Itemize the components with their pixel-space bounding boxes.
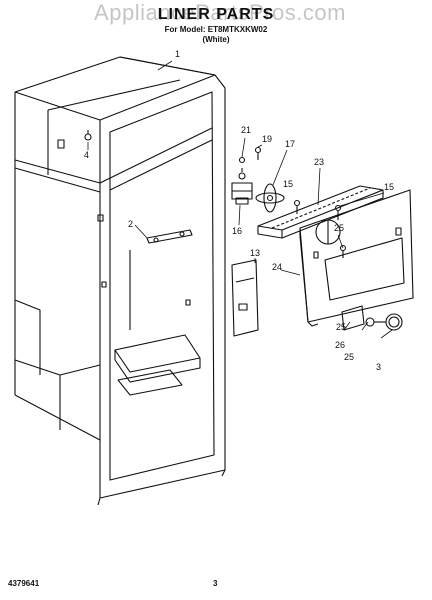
leader-lines <box>87 60 393 339</box>
control-housing <box>231 259 259 337</box>
evaporator-fan-motor <box>231 168 253 205</box>
evaporator-cover <box>299 189 414 327</box>
callout-25b: 25 <box>336 322 346 332</box>
callout-1: 1 <box>175 49 180 59</box>
model-line: For Model: ET8MTKXKW02 <box>164 25 268 34</box>
callout-4: 4 <box>84 150 89 160</box>
callout-15a: 15 <box>384 182 394 192</box>
footer-part-number: 4379641 <box>8 579 40 588</box>
callout-13: 13 <box>250 248 260 258</box>
callout-17: 17 <box>285 139 295 149</box>
thermostat-control <box>341 305 403 331</box>
callout-24: 24 <box>272 262 282 272</box>
fan-screws <box>238 146 342 220</box>
callout-25c: 25 <box>344 352 354 362</box>
screw-25 <box>339 244 347 258</box>
air-duct <box>257 185 384 239</box>
drain-screw <box>84 130 92 141</box>
callout-21: 21 <box>241 125 251 135</box>
callout-numbers: 1 2 4 21 19 17 23 15 16 13 24 25 15 26 2… <box>84 49 394 372</box>
callout-26: 26 <box>335 340 345 350</box>
callout-2: 2 <box>128 219 133 229</box>
footer-page-number: 3 <box>213 579 218 588</box>
callout-23: 23 <box>314 157 324 167</box>
watermark: AppliancePartsPros.com <box>94 0 346 25</box>
fan-blade <box>255 183 285 213</box>
diagram-title: LINER PARTS <box>157 6 275 23</box>
callout-3: 3 <box>376 362 381 372</box>
shelf-support-rail <box>146 229 193 244</box>
refrigerator-liner <box>14 56 226 506</box>
callout-15b: 15 <box>283 179 293 189</box>
callout-25a: 25 <box>334 223 344 233</box>
callout-16: 16 <box>232 226 242 236</box>
callout-19: 19 <box>262 134 272 144</box>
color-line: (White) <box>202 35 230 44</box>
